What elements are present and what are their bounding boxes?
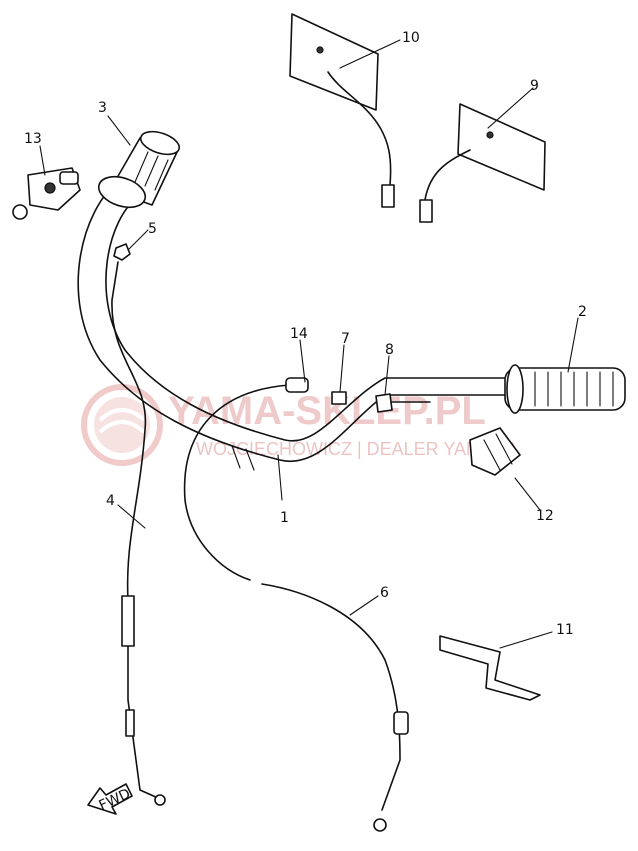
watermark: YAMA-SKLEP.PL WOJCIECHOWICZ | DEALER YAM… [81,384,518,466]
throttle-cable [183,384,409,832]
bracket [439,635,541,701]
callout-11: 11 [556,622,574,638]
callout-3: 3 [98,100,107,116]
handlebar [77,179,506,471]
callout-7: 7 [341,331,350,347]
callout-5: 5 [148,221,157,237]
nut [113,243,131,261]
callout-12: 12 [536,508,554,524]
callout-10: 10 [402,30,420,46]
throttle-grip [504,364,626,414]
left-grip [97,130,181,209]
callout-2: 2 [578,304,587,320]
watermark-tagline: WOJCIECHOWICZ | DEALER YAMAHA [196,439,518,459]
callout-9: 9 [530,78,539,94]
grip-boot [469,427,521,476]
leader-lines [39,39,579,649]
callout-14: 14 [290,326,308,342]
cable-adjuster [285,377,431,413]
clutch-cable [111,261,166,806]
callout-13: 13 [24,131,42,147]
mirror-right [419,103,546,223]
callout-labels: 1 2 3 4 5 6 7 8 9 10 11 12 13 14 [24,30,587,638]
callout-6: 6 [380,585,389,601]
watermark-logo [81,384,163,466]
callout-8: 8 [385,342,394,358]
mirror-left [289,13,395,208]
fwd-arrow: FWD [87,783,133,815]
callout-4: 4 [106,493,115,509]
callout-1: 1 [280,510,289,526]
lever-holder [12,167,81,220]
